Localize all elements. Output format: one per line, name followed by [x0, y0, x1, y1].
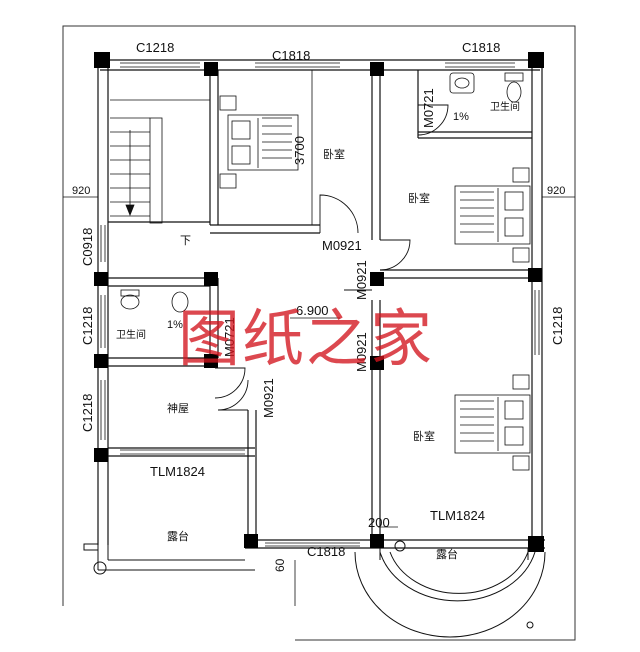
- window-label-left-mid: C1218: [80, 307, 95, 345]
- room-label-balcony-w: 露台: [167, 529, 189, 543]
- bed-se: [454, 374, 531, 471]
- door-label-hall-vertical2: M0921: [354, 332, 369, 372]
- room-label-bedroom-se: 卧室: [413, 429, 435, 443]
- balcony-west: [83, 462, 255, 575]
- bath-fixtures-ne: [449, 72, 524, 103]
- dimension-lines: [63, 70, 575, 606]
- bed-nw: [219, 95, 299, 189]
- dim-label-side-left: 920: [72, 185, 90, 197]
- window-label-top-left: C1218: [136, 40, 174, 55]
- window-marks: [100, 62, 540, 547]
- staircase: [110, 99, 210, 224]
- watermark: 图纸之家: [178, 302, 435, 375]
- dim-label-step-a: 200: [368, 515, 390, 530]
- door-label-bath-w: M0721: [222, 317, 237, 357]
- room-label-bath-w: 卫生间: [116, 328, 146, 341]
- room-label-bedroom-ne: 卧室: [408, 191, 430, 205]
- window-label-right: C1218: [550, 307, 565, 345]
- room-label-bath-ne: 卫生间: [490, 100, 520, 113]
- sliding-doors: [120, 449, 245, 455]
- slope-label-ne: 1%: [453, 111, 469, 123]
- columns: [94, 52, 544, 552]
- balcony-east: [354, 540, 546, 638]
- dim-label-side-right: 920: [547, 185, 565, 197]
- window-label-bottom: C1818: [307, 544, 345, 559]
- door-label-bedroom-nw: M0921: [322, 238, 362, 253]
- room-label-balcony-e: 露台: [436, 547, 458, 561]
- interior-walls: [108, 70, 532, 540]
- room-label-stair-down: 下: [180, 234, 191, 247]
- room-label-bedroom-nw: 卧室: [323, 147, 345, 161]
- bath-fixtures-w: [120, 289, 189, 313]
- site-boundary: [62, 25, 576, 641]
- door-swings: [214, 104, 449, 411]
- slope-label-w: 1%: [167, 319, 183, 331]
- door-label-balcony-e: TLM1824: [430, 508, 485, 523]
- dim-label-step-b: 60: [273, 558, 287, 572]
- door-label-balcony-w: TLM1824: [150, 464, 205, 479]
- door-label-bath-ne: M0721: [421, 88, 436, 128]
- door-label-shrine: M0921: [261, 378, 276, 418]
- dim-label-elevation: 6.900: [296, 303, 329, 318]
- window-label-left-lower: C1218: [80, 394, 95, 432]
- window-label-top-right: C1818: [462, 40, 500, 55]
- room-label-shrine: 神屋: [167, 401, 189, 415]
- door-label-hall-vertical: M0921: [354, 260, 369, 300]
- dim-label-bedroom-depth: 3700: [292, 136, 307, 165]
- window-label-top-mid: C1818: [272, 48, 310, 63]
- window-label-left-upper: C0918: [80, 228, 95, 266]
- bed-ne: [454, 167, 531, 263]
